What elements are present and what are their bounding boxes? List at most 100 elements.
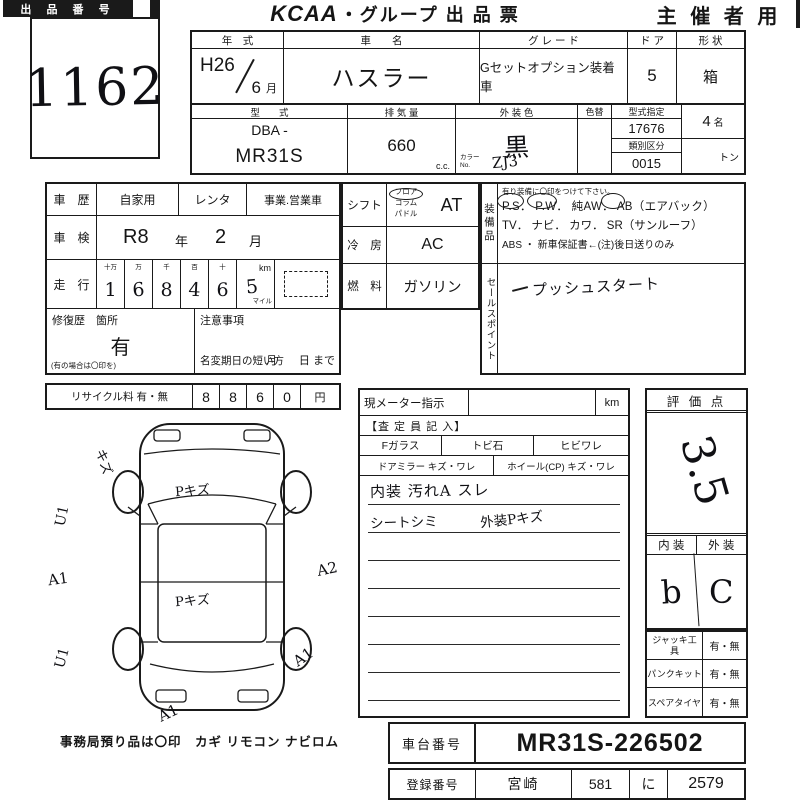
model-header: 型 式	[192, 105, 347, 119]
shift-options: フロア コラム パドル	[387, 184, 425, 226]
door-header: ド ア	[628, 32, 677, 48]
equipment-line1: P.S． P.W． 純AW． AB（エアバック）	[502, 201, 715, 213]
registration-label: 登録番号	[390, 770, 476, 798]
mileage-row: 走 行 十万 1 万 6 千 8 百 4 十 6 5	[47, 260, 339, 309]
mileage-digit: 4	[187, 278, 202, 301]
mileage-digit: 8	[160, 278, 173, 301]
year-cell: H26 6 月	[192, 49, 284, 103]
chassis-value: MR31S-226502	[516, 728, 704, 757]
shift-value: AT	[440, 194, 463, 215]
spare-tire-label: スペアタイヤ	[647, 688, 703, 716]
recycle-unit: 円	[314, 391, 326, 404]
color-col: 外 装 色 黒 カラーNo. ZJ3	[456, 105, 578, 173]
recycle-digit: 8	[193, 385, 220, 408]
class-value: 0015	[632, 155, 661, 171]
model-col: 型 式 DBA - MR31S	[192, 105, 348, 173]
mileage-digit-cell: 十万 1	[97, 260, 125, 308]
puncture-kit-value: 有・無	[709, 670, 740, 681]
inspection-month: 2	[215, 226, 227, 248]
class-label: 類別区分	[612, 139, 681, 153]
damage-mark: A1	[46, 568, 70, 590]
organizer-label: 主 催 者 用	[656, 5, 782, 28]
capacity-value: 4	[702, 113, 711, 130]
ruled-line	[368, 588, 620, 589]
mileage-digit: 1	[104, 278, 117, 301]
grade-header: グ レ ー ド	[480, 32, 628, 48]
puncture-kit-row: パンクキット 有・無	[647, 660, 746, 688]
capacity-unit: 名	[713, 118, 724, 129]
color-no-label: カラーNo.	[460, 154, 480, 170]
sheet-edge-mark	[796, 0, 800, 28]
equipment-line2: TV． ナビ． カワ． SR（サンルーフ）	[502, 220, 703, 232]
displacement-unit: c.c.	[435, 161, 450, 171]
chassis-label: 車台番号	[390, 724, 476, 762]
sales-point-content: プッシュスタート	[498, 264, 744, 373]
month-unit: 月	[266, 83, 277, 95]
repair-caution-row: 修復歴 箇所 有 (有の場合は〇印を) 注意事項 名変期日の短い方 月 日 まで	[47, 309, 339, 373]
mileage-digit-cell: 千 8	[153, 260, 181, 308]
registration-row: 登録番号 宮崎 581 に 2579	[388, 768, 746, 800]
ruled-line	[368, 504, 620, 505]
mirror-wheel-row: ドアミラー キズ・ワレ ホイール(CP) キズ・ワレ	[360, 456, 628, 476]
deadline-units: 月 日 まで	[265, 355, 335, 367]
color-header: 外 装 色	[456, 105, 577, 119]
sales-point-vertical-label: セールスポイント	[482, 264, 498, 373]
shift-label: シフト	[343, 184, 387, 226]
kcaa-logo: KCAA	[270, 1, 338, 26]
displacement-header: 排 気 量	[348, 105, 455, 119]
exhibit-number-box: 1162	[24, 17, 166, 159]
glass-option-crack: ヒビワレ	[560, 440, 602, 452]
mileage-km-unit: km	[259, 263, 271, 273]
interior-grade: b	[644, 553, 699, 630]
car-history-row: 車 歴 自家用 レンタ 事業.営業車	[47, 184, 339, 216]
registration-kana: に	[630, 770, 668, 798]
repair-note: (有の場合は〇印を)	[51, 361, 116, 370]
shift-opt-paddle: パドル	[394, 208, 418, 218]
car-top-view-diagram	[112, 423, 312, 711]
mileage-scale: 十	[219, 263, 226, 271]
inspector-notes-area: 内装 汚れA スレ シートシミ 外装Pキズ	[360, 476, 628, 716]
registration-area: 宮崎	[476, 770, 572, 798]
jack-tools-value: 有・無	[709, 642, 740, 653]
tools-box: ジャッキ工 具 有・無 パンクキット 有・無 スペアタイヤ 有・無	[645, 630, 748, 718]
inspector-note-2: シートシミ	[369, 513, 438, 533]
meter-label: 現メーター指示	[364, 397, 445, 410]
displacement-value: 660	[387, 136, 416, 155]
registration-class: 581	[572, 770, 630, 798]
shape-header: 形 状	[698, 34, 723, 47]
recolor-col: 色替	[578, 105, 612, 173]
shift-row: シフト フロア コラム パドル AT	[343, 184, 478, 227]
ruled-line	[368, 644, 620, 645]
mileage-label: 走 行	[47, 260, 97, 308]
fuel-label: 燃 料	[343, 264, 387, 308]
interior-label: 内 装	[647, 536, 697, 554]
shape-value: 箱	[702, 68, 718, 86]
load-value: トン	[719, 152, 739, 164]
inspection-row: 車 検 R8 年 2 月	[47, 216, 339, 260]
sales-point-lead-stroke	[512, 286, 528, 292]
mileage-digit-cell: 万 6	[125, 260, 153, 308]
name-change-deadline: 名変期日の短い方	[200, 355, 284, 367]
recycle-digit: 0	[274, 385, 301, 408]
shift-opt-floor: フロア	[394, 187, 418, 196]
color-no-value: ZJ3	[491, 151, 519, 173]
mirror-option: ドアミラー キズ・ワレ	[360, 456, 494, 475]
vehicle-info-table: 年 式 車 名 グ レ ー ド ド ア 形 状 H26 6 月 ハスラー Gセッ…	[190, 30, 746, 105]
inspection-month-unit: 月	[249, 234, 263, 249]
ruled-line	[368, 560, 620, 561]
damage-mark: U1	[52, 504, 73, 528]
evaluation-score: 3.5	[669, 429, 739, 512]
info-value-row: H26 6 月 ハスラー Gセットオプション装着車 5 箱	[192, 49, 744, 103]
mileage-mile-unit: マイル	[252, 298, 273, 305]
cooling-label: 冷 房	[343, 227, 387, 263]
ruled-line	[368, 672, 620, 673]
history-business: 事業.営業車	[263, 194, 323, 207]
jack-tools-row: ジャッキ工 具 有・無	[647, 632, 746, 660]
glass-row: Fガラス トビ石 ヒビワレ	[360, 436, 628, 456]
shift-opt-column: コラム	[394, 197, 418, 207]
interior-exterior-values: b C	[644, 553, 746, 630]
mileage-extra-area	[275, 260, 339, 308]
repair-cell: 修復歴 箇所 有 (有の場合は〇印を)	[47, 309, 195, 373]
inspector-note-3: 外装Pキズ	[479, 508, 544, 532]
damage-mark: U1	[51, 645, 73, 671]
